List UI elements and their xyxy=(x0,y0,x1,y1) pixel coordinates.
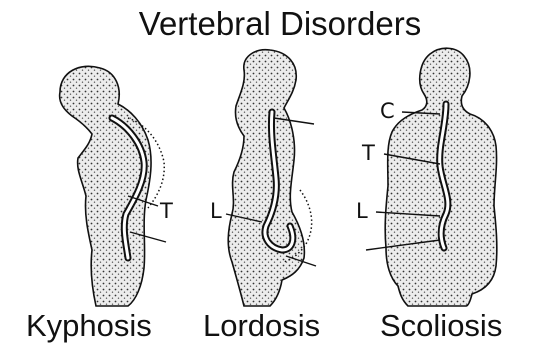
lordosis-label-l: L xyxy=(210,199,222,223)
scoliosis-label-l: L xyxy=(356,199,368,223)
lordosis-figure: L Lordosis xyxy=(203,50,320,343)
lordosis-body-silhouette xyxy=(228,50,304,306)
scoliosis-label-c: C xyxy=(380,99,395,123)
kyphosis-caption: Kyphosis xyxy=(26,308,152,343)
kyphosis-label-t: T xyxy=(159,199,173,223)
diagram-title: Vertebral Disorders xyxy=(139,5,421,42)
scoliosis-caption: Scoliosis xyxy=(380,308,502,343)
lordosis-caption: Lordosis xyxy=(203,308,320,343)
scoliosis-figure: C T L Scoliosis xyxy=(356,48,502,343)
kyphosis-figure: T Kyphosis xyxy=(26,66,173,343)
scoliosis-label-t: T xyxy=(361,141,375,165)
